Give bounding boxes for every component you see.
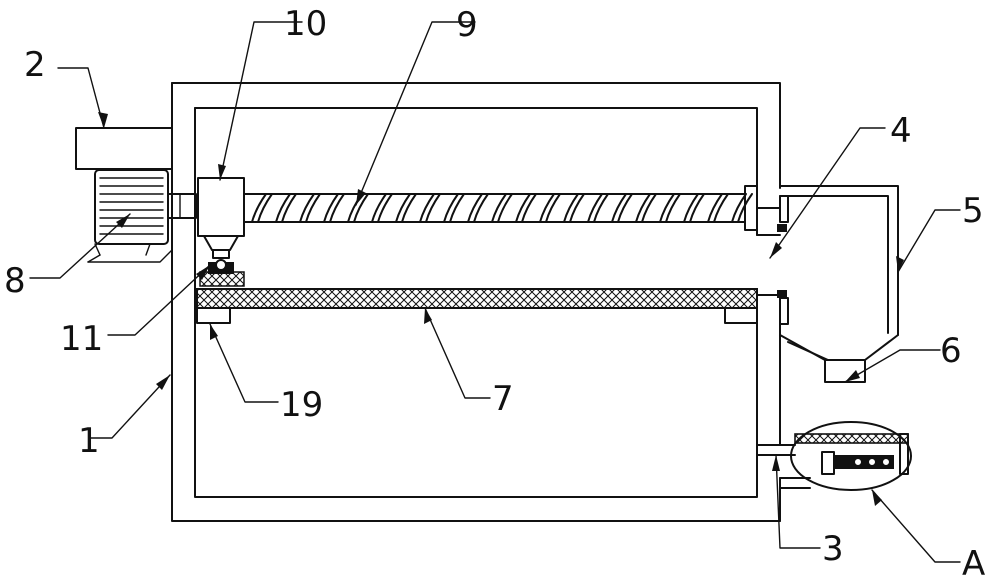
discharge-port (777, 195, 789, 325)
screw-flight-edge (449, 193, 465, 223)
screw-flight-edge (593, 193, 609, 223)
label-6: 6 (940, 331, 962, 371)
screw-flight (707, 193, 723, 223)
screw-flight-edge (569, 193, 585, 223)
return-pipe (779, 185, 899, 336)
screw-flight (371, 193, 387, 223)
screw-flight-edge (689, 193, 705, 223)
screen-supports (196, 307, 758, 324)
scraper-roller (199, 259, 245, 287)
label-7: 7 (492, 379, 514, 419)
motor (87, 169, 197, 263)
screw-flight-edge (329, 193, 345, 223)
screw-flight-edge (401, 193, 417, 223)
label-9: 9 (456, 5, 478, 45)
gearbox (197, 177, 245, 259)
screw-flight-edge (473, 193, 489, 223)
screw-flight (539, 193, 555, 223)
screw-conveyor (243, 185, 781, 231)
screw-flight-edge (353, 193, 369, 223)
screw-flight-edge (497, 193, 513, 223)
feed-inlet-pipe (75, 127, 173, 170)
label-2: 2 (24, 45, 46, 85)
screw-flight (563, 193, 579, 223)
screw-flight (587, 193, 603, 223)
screw-flight-edge (521, 193, 537, 223)
screw-flight (299, 193, 315, 223)
screw-flight (635, 193, 651, 223)
screw-flight (251, 193, 267, 223)
drain-outlet (756, 444, 811, 489)
label-19: 19 (280, 385, 323, 425)
screw-flight (443, 193, 459, 223)
housing-body (171, 82, 781, 522)
screw-flight-edge (281, 193, 297, 223)
screw-flight-edge (641, 193, 657, 223)
collection-hopper (779, 334, 899, 383)
screw-flight-edge (665, 193, 681, 223)
screw-flight-edge (257, 193, 273, 223)
screw-flight (275, 193, 291, 223)
screw-flight-edge (377, 193, 393, 223)
callout-labels: 2 10 9 4 5 6 8 11 7 19 1 3 A (4, 4, 985, 584)
screw-flight (467, 193, 483, 223)
screw-flight-edge (737, 193, 753, 223)
screw-flight (323, 193, 339, 223)
screw-flight (491, 193, 507, 223)
screw-flight (515, 193, 531, 223)
label-10: 10 (284, 4, 327, 44)
detail-a (790, 421, 912, 491)
screw-flight-edge (617, 193, 633, 223)
screw-flight (419, 193, 435, 223)
filter-screen (196, 288, 758, 309)
label-11: 11 (60, 319, 103, 359)
screw-flight (611, 193, 627, 223)
leader-lines (29, 21, 961, 563)
label-4: 4 (890, 111, 912, 151)
screw-flight-edge (425, 193, 441, 223)
screw-flight-edge (305, 193, 321, 223)
screw-flight-edge (713, 193, 729, 223)
label-3: 3 (822, 529, 844, 569)
leader-arrows (98, 112, 904, 506)
screw-flight (395, 193, 411, 223)
label-8: 8 (4, 261, 26, 301)
screw-flight (683, 193, 699, 223)
label-5: 5 (962, 191, 984, 231)
screw-flight-edge (545, 193, 561, 223)
label-A: A (962, 544, 985, 584)
label-1: 1 (78, 421, 100, 461)
screw-flight (659, 193, 675, 223)
